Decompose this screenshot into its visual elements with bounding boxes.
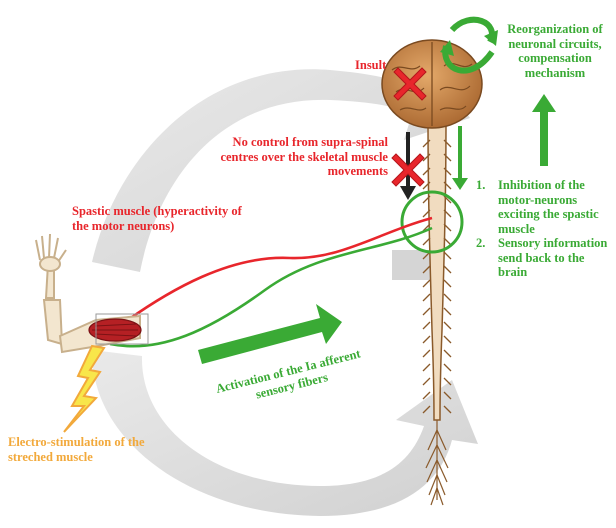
insult-label: Insult: [355, 58, 386, 73]
nerve-root: [423, 350, 430, 357]
electro-stimulation-label: Electro-stimulation of the streched musc…: [8, 435, 158, 464]
nerve-root: [444, 364, 451, 371]
no-control-label: No control from supra-spinal centres ove…: [196, 135, 388, 179]
step-item: 2. Sensory information send back to the …: [476, 236, 616, 280]
nerve-root: [423, 294, 430, 301]
reorganization-label: Reorganization of neuronal circuits, com…: [494, 22, 616, 80]
nerve-root: [444, 350, 451, 357]
brain-icon: [382, 40, 482, 128]
nerve-root: [423, 364, 430, 371]
blocked-descending-arrow: [392, 132, 424, 200]
nerve-root: [423, 280, 430, 287]
step-text: Sensory information send back to the bra…: [498, 236, 616, 280]
motor-fiber-red: [125, 218, 432, 322]
spastic-muscle-label: Spastic muscle (hyperactivity of the mot…: [72, 204, 252, 233]
nerve-root: [423, 322, 430, 329]
step-number: 1.: [476, 178, 498, 236]
nerve-root: [444, 322, 451, 329]
descending-green-arrow: [452, 126, 468, 190]
nerve-root: [444, 280, 451, 287]
nerve-root: [444, 294, 451, 301]
nerve-root: [444, 308, 451, 315]
nerve-root: [444, 266, 451, 273]
nerve-root: [423, 308, 430, 315]
step-item: 1. Inhibition of the motor-neurons excit…: [476, 178, 616, 236]
nerve-root: [423, 378, 430, 385]
step-list: 1. Inhibition of the motor-neurons excit…: [476, 178, 616, 280]
nerve-root: [444, 252, 451, 259]
nerve-root: [444, 336, 451, 343]
step-number: 2.: [476, 236, 498, 280]
nerve-root: [423, 336, 430, 343]
step-text: Inhibition of the motor-neurons exciting…: [498, 178, 616, 236]
upward-green-arrow: [532, 94, 556, 166]
sensory-fiber-green: [110, 228, 432, 346]
